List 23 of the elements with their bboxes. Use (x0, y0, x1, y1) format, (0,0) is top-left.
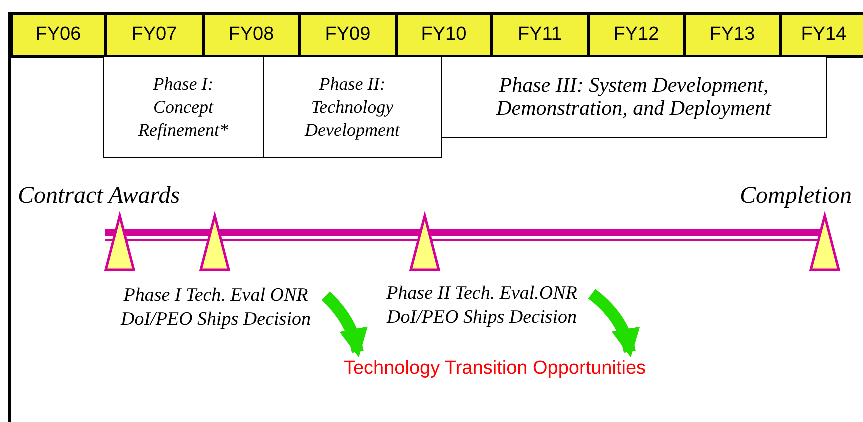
milestone-label: Completion (740, 183, 852, 210)
phase-box: Phase I: Concept Refinement* (103, 56, 264, 158)
year-cell: FY14 (779, 12, 863, 58)
milestone-triangle (409, 211, 441, 272)
year-cell: FY13 (683, 12, 782, 58)
year-cell: FY12 (587, 12, 686, 58)
milestone-triangle (809, 211, 841, 272)
milestone-text: Phase I Tech. Eval ONR DoI/PEO Ships Decision (108, 284, 324, 332)
transition-text: Technology Transition Opportunities (310, 356, 680, 382)
year-cell: FY09 (298, 12, 398, 58)
milestone-triangle (104, 211, 136, 272)
phase-box: Phase III: System Development, Demonstration, and Deployment (441, 56, 827, 138)
year-cell: FY07 (104, 12, 205, 58)
milestone-triangle (199, 211, 231, 272)
year-cell: FY08 (202, 12, 301, 58)
year-cell: FY10 (395, 12, 493, 58)
phase-box: Phase II: Technology Development (263, 56, 442, 158)
year-cell: FY11 (490, 12, 590, 58)
curved-arrow (322, 292, 368, 358)
curved-arrow (588, 289, 640, 358)
milestone-label: Contract Awards (18, 183, 180, 210)
year-cell: FY06 (10, 12, 107, 58)
milestone-text: Phase II Tech. Eval.ONR DoI/PEO Ships Decision (374, 282, 590, 330)
